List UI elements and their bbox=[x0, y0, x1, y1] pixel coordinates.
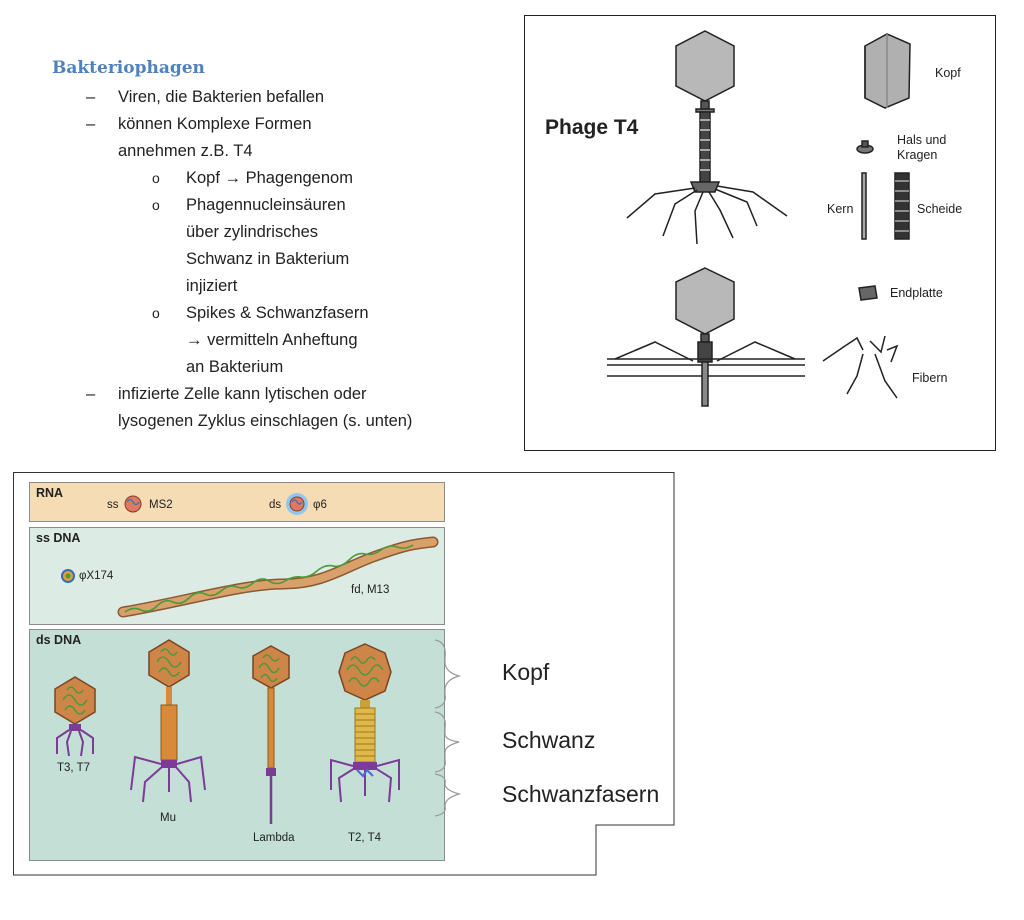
t2-t4-label: T2, T4 bbox=[348, 832, 382, 844]
t4-phage-upper bbox=[626, 30, 788, 245]
sub-bullet-item-cont: über zylindrisches bbox=[186, 223, 319, 241]
sub-bullet-item-cont: Schwanz in Bakterium bbox=[186, 250, 350, 268]
phix174-icon bbox=[61, 569, 75, 583]
bullet-item: –können Komplexe Formen bbox=[86, 115, 312, 133]
part-label-fibern: Fibern bbox=[912, 371, 948, 385]
rna-ms2-label: MS2 bbox=[149, 499, 173, 511]
part-label-scheide: Scheide bbox=[917, 202, 963, 216]
fd-m13-filament bbox=[117, 536, 439, 618]
label-schwanz: Schwanz bbox=[502, 727, 596, 753]
t4-phage-lower bbox=[607, 267, 805, 407]
notes-heading: Bakteriophagen bbox=[52, 58, 205, 78]
ssdna-band: ss DNA bbox=[29, 527, 445, 625]
rna-phi6-label: φ6 bbox=[313, 499, 327, 511]
t2-t4-phage bbox=[330, 643, 400, 803]
phage-classification-panel: RNA ss DNA ds DNA bbox=[13, 472, 675, 876]
ssdna-label: ss DNA bbox=[36, 531, 81, 545]
lambda-label: Lambda bbox=[253, 832, 295, 844]
lambda-phage bbox=[252, 645, 290, 824]
t4-figure: Phage T4 Kopf Hals und Kragen Kern Schei… bbox=[524, 15, 996, 451]
t4-drawing bbox=[607, 30, 911, 407]
sub-bullet-item-cont: injiziert bbox=[186, 277, 238, 295]
bullet-item-cont: annehmen z.B. T4 bbox=[118, 142, 253, 160]
rna-ds-prefix: ds bbox=[269, 499, 282, 511]
part-label-kern: Kern bbox=[827, 202, 854, 216]
rna-ss-prefix: ss bbox=[107, 499, 119, 511]
sub-bullet-item-cont: an Bakterium bbox=[186, 358, 284, 376]
fd-m13-label: fd, M13 bbox=[351, 584, 390, 596]
structure-braces bbox=[434, 639, 462, 817]
part-label-endplatte: Endplatte bbox=[890, 286, 943, 300]
label-kopf: Kopf bbox=[502, 659, 550, 685]
fibern-icon bbox=[822, 336, 864, 362]
ms2-icon bbox=[124, 495, 142, 513]
phage-drawings bbox=[54, 493, 462, 824]
t4-title: Phage T4 bbox=[545, 116, 639, 139]
mu-label: Mu bbox=[160, 812, 176, 824]
bullet-item: –infizierte Zelle kann lytischen oder bbox=[86, 385, 367, 403]
head-icon bbox=[675, 30, 735, 102]
t3-t7-label: T3, T7 bbox=[57, 762, 91, 774]
phi6-icon bbox=[286, 493, 308, 515]
kern-icon bbox=[861, 172, 867, 240]
bullet-item-cont: lysogenen Zyklus einschlagen (s. unten) bbox=[118, 412, 413, 430]
scheide-icon bbox=[894, 172, 910, 240]
part-label-hals: Hals und Kragen bbox=[897, 133, 947, 162]
mu-phage bbox=[130, 639, 206, 803]
t4-parts bbox=[822, 33, 911, 399]
dsdna-label: ds DNA bbox=[36, 633, 82, 647]
part-label-kopf: Kopf bbox=[935, 66, 961, 80]
rna-label: RNA bbox=[36, 486, 64, 500]
phix174-label: φX174 bbox=[79, 570, 114, 582]
notes-section: Bakteriophagen –Viren, die Bakterien bef… bbox=[52, 58, 472, 435]
bullet-item: –Viren, die Bakterien befallen bbox=[86, 88, 325, 106]
label-schwanzfasern: Schwanzfasern bbox=[502, 781, 660, 807]
rna-band: RNA bbox=[29, 482, 445, 522]
bullet-list: –Viren, die Bakterien befallen –können K… bbox=[52, 84, 472, 435]
endplatte-icon bbox=[858, 285, 878, 301]
t3-t7-phage bbox=[54, 676, 96, 757]
sub-bullet-item-cont: → vermitteln Anheftung bbox=[186, 331, 358, 349]
